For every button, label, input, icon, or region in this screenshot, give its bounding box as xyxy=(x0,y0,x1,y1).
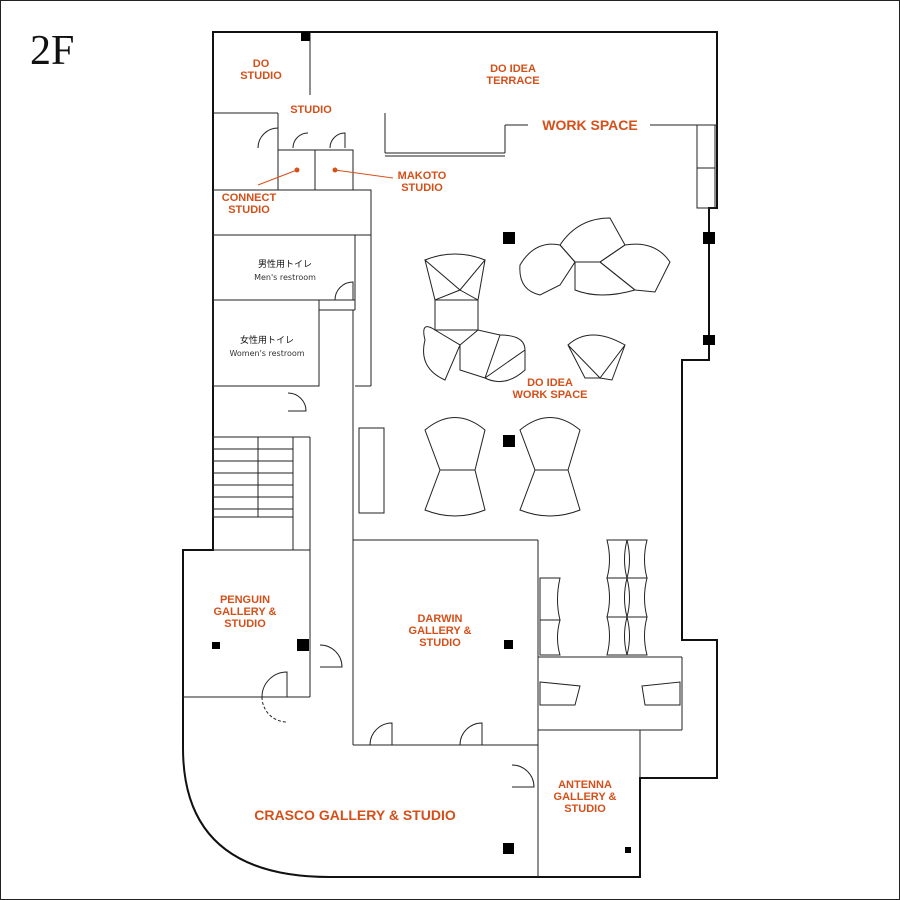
mens-restroom-label: 男性用トイレ Men's restroom xyxy=(230,257,340,282)
columns xyxy=(212,32,715,854)
work-desks xyxy=(423,217,671,517)
outer-walls xyxy=(182,31,718,878)
room-do-studio: DO STUDIO xyxy=(240,58,282,83)
room-do-idea-terrace: DO IDEA TERRACE xyxy=(486,63,540,88)
womens-restroom-label: 女性用トイレ Women's restroom xyxy=(212,333,322,358)
leader-lines xyxy=(257,167,394,186)
room-do-idea-work-space: DO IDEA WORK SPACE xyxy=(512,377,588,402)
room-darwin-gallery: DARWIN GALLERY & STUDIO xyxy=(408,613,472,650)
room-crasco-gallery: CRASCO GALLERY & STUDIO xyxy=(254,807,456,823)
room-antenna-gallery: ANTENNA GALLERY & STUDIO xyxy=(553,779,617,816)
room-work-space: WORK SPACE xyxy=(542,117,638,133)
room-makoto-studio: MAKOTO STUDIO xyxy=(397,170,447,195)
floor-label: 2F xyxy=(30,28,75,74)
room-studio: STUDIO xyxy=(290,104,332,116)
room-connect-studio: CONNECT STUDIO xyxy=(221,192,277,217)
interior-walls xyxy=(183,32,717,877)
womens-restroom-en: Women's restroom xyxy=(229,349,305,358)
mens-restroom-en: Men's restroom xyxy=(254,273,316,282)
doors xyxy=(257,127,535,788)
mens-restroom-ja: 男性用トイレ xyxy=(257,260,312,270)
room-penguin-gallery: PENGUIN GALLERY & STUDIO xyxy=(213,594,277,631)
womens-restroom-ja: 女性用トイレ xyxy=(239,336,294,346)
